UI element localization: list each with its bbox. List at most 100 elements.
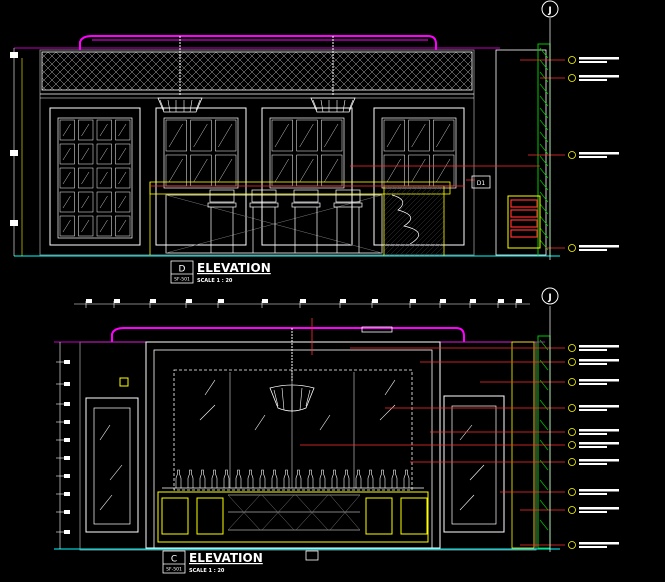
window-panel-3-sash	[269, 117, 345, 189]
callout-text-line	[579, 152, 619, 155]
pane-glint	[324, 158, 339, 183]
pane-glint	[81, 123, 90, 137]
pane-glint	[81, 147, 90, 161]
window-pane	[59, 143, 75, 165]
chandelier-body	[310, 97, 356, 113]
pane-glint	[99, 171, 108, 185]
title-tag-sheet: SF-501	[166, 567, 182, 573]
elevation-d-drawing: D1 J D SF-501 ELEVATION SCALE 1 : 20	[10, 0, 619, 284]
callout-bubble	[568, 344, 576, 352]
window-panel-3	[261, 107, 353, 246]
elevation-c-wine-rack-cross	[227, 494, 361, 531]
dimension-label	[340, 299, 346, 303]
pane-glint	[62, 171, 71, 185]
dimension-label	[186, 299, 192, 303]
callout-bubble	[568, 441, 576, 449]
window-pane	[115, 191, 131, 213]
elevation-c-drawing: J C SF-501 ELEVATION SCALE 1 : 20	[54, 287, 619, 574]
elevation-c-left-cabinet	[85, 397, 139, 533]
chandelier-arms	[312, 99, 354, 113]
pane-glint	[81, 219, 90, 233]
cabinet-door-2	[196, 497, 224, 535]
callout-text-line	[579, 57, 619, 60]
elevation-d-bar-stools	[207, 189, 363, 253]
left-cabinet-frame	[85, 397, 139, 533]
window-pane	[59, 167, 75, 189]
elevation-c-base-cabinet	[157, 491, 429, 543]
pane-glint	[274, 158, 289, 183]
elevation-c-scale: SCALE 1 : 20	[189, 568, 225, 574]
grid-bubble-j	[541, 0, 559, 18]
elevation-d-stone-vein	[391, 194, 419, 245]
callout-bubble	[568, 56, 576, 64]
elevation-c-crown-moulding	[111, 327, 465, 342]
chandelier-body	[157, 97, 203, 113]
pane-glint	[193, 158, 208, 183]
dimension-label	[218, 299, 224, 303]
window-panel-1	[49, 107, 141, 246]
dimension-label	[10, 150, 18, 156]
callout-text-line	[579, 363, 607, 365]
stool-seat	[249, 202, 279, 208]
window-panel-2-sash	[163, 117, 239, 189]
pane-glint	[118, 171, 127, 185]
pane-glint	[274, 123, 289, 148]
window-pane	[190, 119, 212, 152]
pane-glint	[168, 123, 183, 148]
wine-bottle	[271, 469, 278, 488]
callout-text-line	[579, 79, 607, 81]
pane-glint	[99, 195, 108, 209]
dimension-label	[86, 299, 92, 303]
dimension-label	[410, 299, 416, 303]
elevation-c-mirror-panel	[173, 369, 413, 491]
window-pane	[165, 119, 187, 152]
dimension-label	[64, 360, 70, 364]
callout-text-line	[579, 442, 619, 445]
elevation-c-chandelier	[269, 328, 315, 412]
wine-bottle	[391, 469, 398, 488]
wine-bottle	[367, 469, 374, 488]
elevation-d-callout-leaders	[520, 59, 565, 249]
cabinet-door-3	[365, 497, 393, 535]
window-pane	[96, 119, 112, 141]
dimension-label	[516, 299, 522, 303]
window-pane	[271, 119, 293, 152]
elevation-c-mirror-glints	[199, 379, 396, 431]
elevation-d-title: ELEVATION	[197, 261, 271, 275]
elevation-d-crown-moulding	[79, 35, 437, 50]
stool-legs	[336, 207, 360, 253]
callout-text-line	[579, 359, 619, 362]
wine-bottle	[379, 469, 386, 488]
drawer-unit-frame	[507, 195, 541, 249]
callout-text-line	[579, 249, 607, 251]
pane-glint	[118, 147, 127, 161]
callout-text-line	[579, 75, 619, 78]
elevation-c-diffuser	[361, 326, 393, 333]
callout-text-line	[579, 489, 619, 492]
window-pane	[115, 119, 131, 141]
dimension-label	[10, 52, 18, 58]
wine-bottle	[307, 469, 314, 488]
callout-text-line	[579, 409, 607, 411]
wine-bottle	[355, 469, 362, 488]
pane-glint	[324, 123, 339, 148]
elevation-c-central-frame-inner	[153, 349, 433, 549]
stool-back	[335, 189, 361, 203]
pane-glint	[168, 158, 183, 183]
drawer-2	[510, 209, 538, 218]
callout-bubble	[568, 74, 576, 82]
dimension-label	[64, 492, 70, 496]
callout-bubble	[568, 541, 576, 549]
dimension-label	[440, 299, 446, 303]
window-pane	[383, 119, 405, 152]
pane-glint	[62, 123, 71, 137]
right-cabinet-frame	[443, 395, 505, 533]
wine-bottle	[175, 469, 182, 488]
pane-glint	[118, 219, 127, 233]
pane-glint	[218, 158, 233, 183]
drawer-4	[510, 229, 538, 238]
drawer-1	[510, 199, 538, 208]
wine-bottle	[247, 469, 254, 488]
right-cabinet-glints	[459, 424, 485, 511]
window-pane	[59, 191, 75, 213]
